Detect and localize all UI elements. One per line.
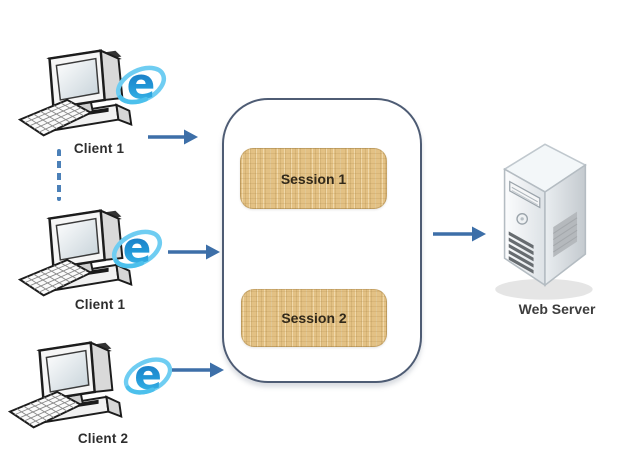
internet-explorer-icon — [110, 222, 164, 276]
client-2-label: Client 2 — [77, 431, 129, 446]
session-1-label: Session 1 — [280, 170, 347, 187]
arrow-client1-top-to-pool-icon — [148, 129, 198, 145]
internet-explorer-icon — [122, 350, 174, 402]
session-2-box: Session 2 — [241, 289, 387, 347]
client-1-top-label: Client 1 — [73, 141, 125, 156]
internet-explorer-icon — [114, 58, 168, 112]
web-server-label: Web Server — [518, 301, 596, 317]
session-1-box: Session 1 — [240, 148, 387, 209]
arrow-client2-to-pool-icon — [172, 362, 224, 378]
client-1-middle-label: Client 1 — [74, 297, 126, 312]
same-client-dashed-connector — [57, 149, 61, 201]
session-2-label: Session 2 — [281, 310, 347, 326]
arrow-pool-to-server-icon — [433, 226, 486, 242]
server-tower-icon — [488, 138, 604, 306]
arrow-client1-middle-to-pool-icon — [168, 244, 220, 260]
client-computer-icon — [8, 328, 136, 446]
